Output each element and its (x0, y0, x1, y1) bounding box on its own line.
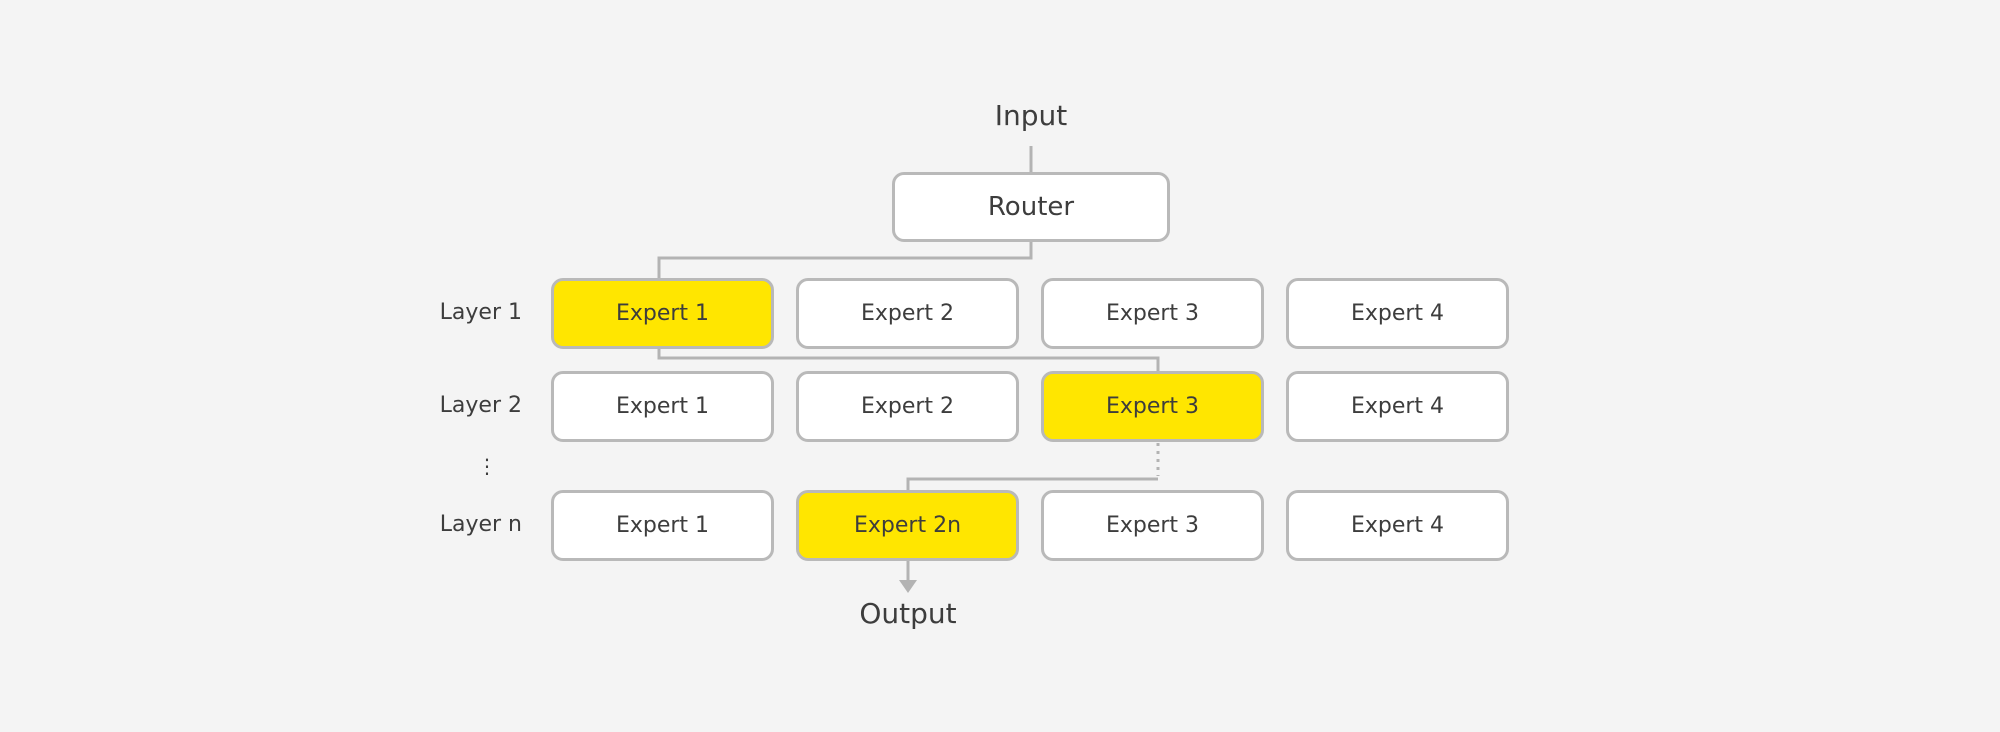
layer-n-expert-3: Expert 3 (1041, 490, 1264, 561)
router-node: Router (892, 172, 1170, 242)
output-label: Output (859, 597, 957, 630)
output-arrowhead (899, 580, 917, 593)
layer-ellipsis: ⋮ (477, 454, 497, 478)
layer-2-expert-2: Expert 2 (796, 371, 1019, 442)
layer1-expert1-to-layer2-expert3-line (657, 348, 1160, 372)
to-layern-expert2n-line (906, 477, 1158, 491)
layer-n-expert-2n: Expert 2n (796, 490, 1019, 561)
layer-1-expert-1: Expert 1 (551, 278, 774, 349)
layer-1-expert-2: Expert 2 (796, 278, 1019, 349)
layer-1-label: Layer 1 (439, 300, 522, 325)
layer-1-expert-4: Expert 4 (1286, 278, 1509, 349)
layer-n-label: Layer n (439, 512, 522, 537)
input-label: Input (994, 99, 1068, 132)
layer-2-expert-1: Expert 1 (551, 371, 774, 442)
layer-1-expert-3: Expert 3 (1041, 278, 1264, 349)
router-to-layer1-expert1-line (657, 241, 1033, 278)
layer-2-expert-3: Expert 3 (1041, 371, 1264, 442)
layer-2-expert-4: Expert 4 (1286, 371, 1509, 442)
layer-2-label: Layer 2 (439, 393, 522, 418)
layer-n-expert-1: Expert 1 (551, 490, 774, 561)
layer-n-expert-4: Expert 4 (1286, 490, 1509, 561)
